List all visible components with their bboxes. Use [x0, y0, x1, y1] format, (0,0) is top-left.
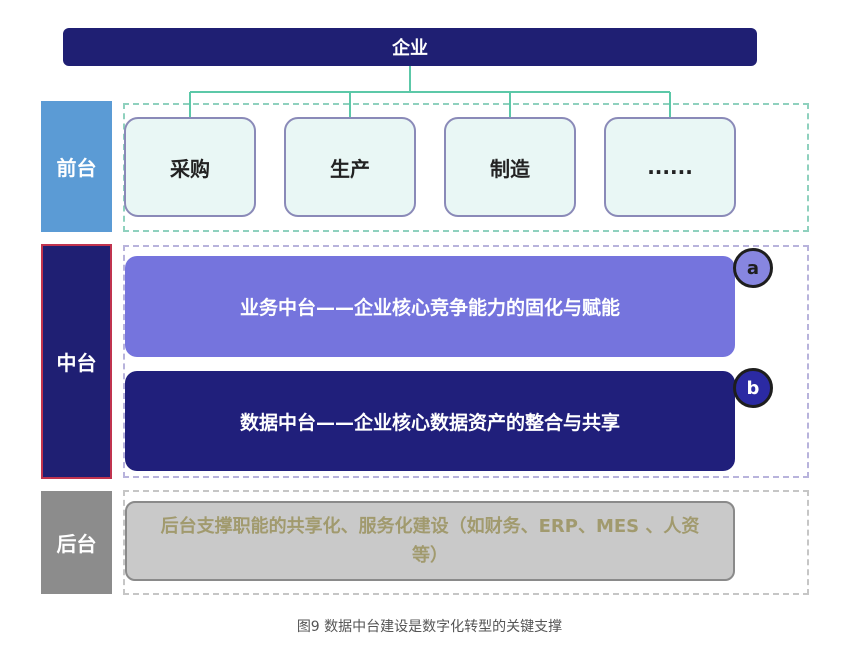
enterprise-bar: 企业: [63, 28, 757, 66]
front-layer-label: 前台: [41, 101, 112, 232]
business-middle-platform-text: 业务中台——企业核心竞争能力的固化与赋能: [239, 297, 620, 319]
back-layer-label-text: 后台: [56, 532, 97, 556]
marker-b-label: b: [746, 377, 760, 399]
dept-label: 制造: [490, 156, 530, 181]
enterprise-label: 企业: [392, 38, 428, 59]
dept-label: 生产: [330, 156, 370, 181]
back-office-text: 后台支撑职能的共享化、服务化建设（如财务、ERP、MES 、人资等）: [160, 516, 700, 566]
back-layer-label: 后台: [41, 491, 112, 594]
data-middle-platform-text: 数据中台——企业核心数据资产的整合与共享: [239, 411, 620, 434]
figure-caption: 图9 数据中台建设是数字化转型的关键支撑: [296, 619, 563, 635]
dept-box-more: ......: [604, 117, 736, 217]
dept-label: ......: [647, 155, 693, 179]
middle-layer-frame: [123, 245, 809, 478]
dept-box-manufacturing: 制造: [444, 117, 576, 217]
marker-a-label: a: [746, 257, 760, 279]
data-middle-platform: 数据中台——企业核心数据资产的整合与共享: [125, 371, 735, 471]
middle-layer-label-text: 中台: [56, 351, 97, 375]
middle-layer-label: 中台: [41, 244, 112, 479]
dept-label: 采购: [170, 156, 210, 181]
marker-a: a: [733, 248, 773, 288]
dept-box-production: 生产: [284, 117, 416, 217]
marker-b: b: [733, 368, 773, 408]
front-layer-label-text: 前台: [56, 156, 97, 180]
back-layer-frame: [123, 490, 809, 595]
back-office-box: 后台支撑职能的共享化、服务化建设（如财务、ERP、MES 、人资等）: [125, 501, 735, 581]
dept-box-procurement: 采购: [124, 117, 256, 217]
business-middle-platform: 业务中台——企业核心竞争能力的固化与赋能: [125, 256, 735, 357]
